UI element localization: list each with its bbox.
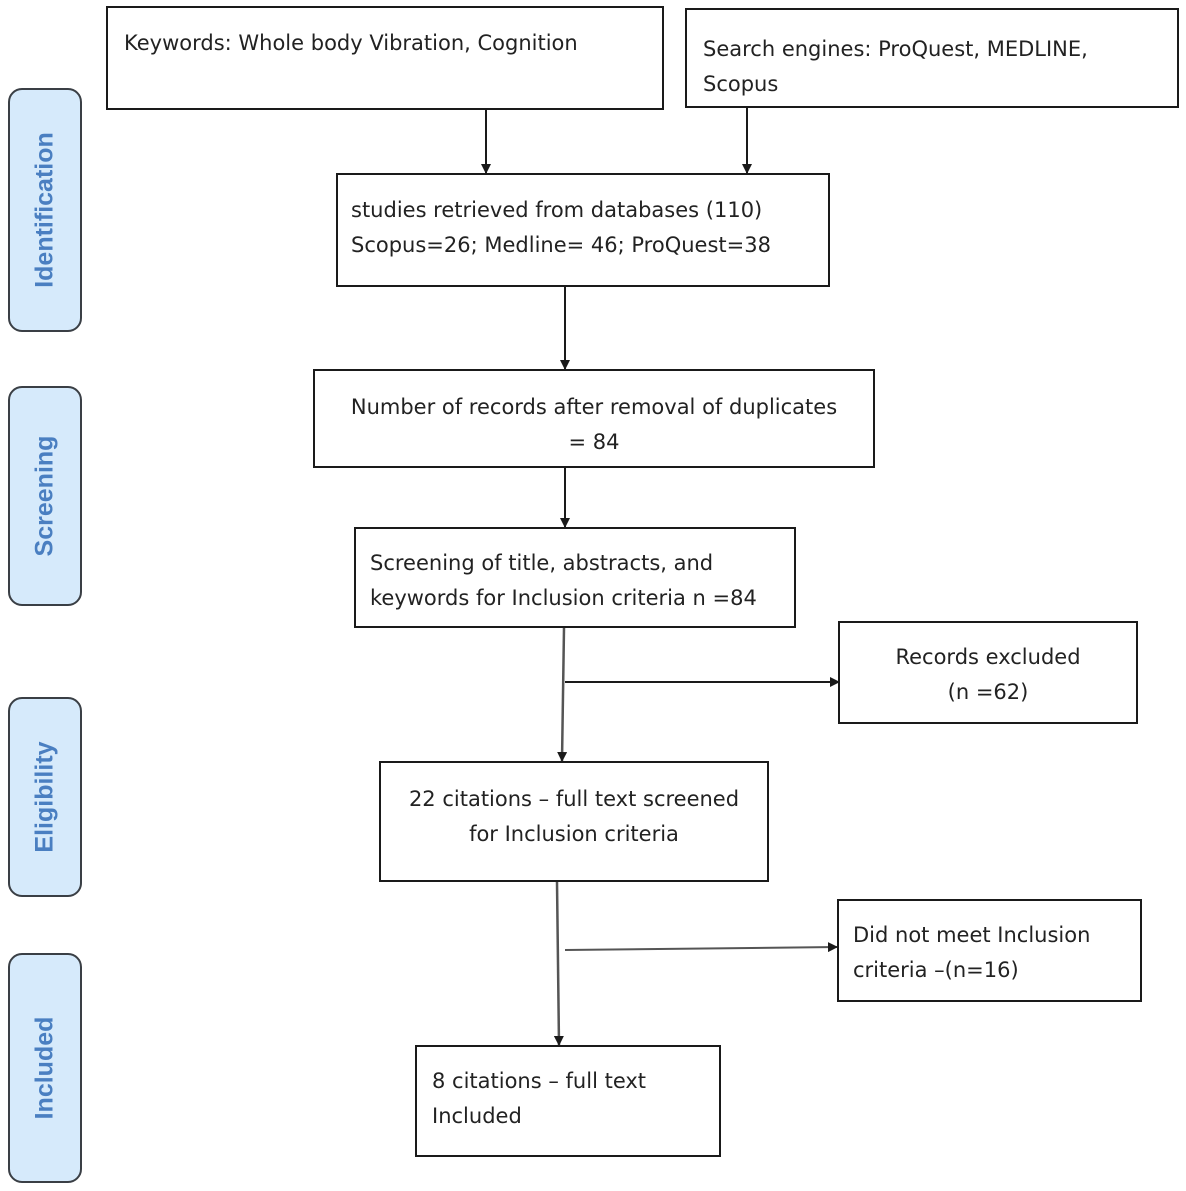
duplicates-box: Number of records after removal of dupli… (313, 369, 875, 468)
records-excluded-line1: Records excluded (895, 645, 1081, 669)
not-meet-line2: criteria –(n=16) (853, 958, 1019, 982)
search-engines-line2: Scopus (703, 72, 779, 96)
stage-included: Included (8, 953, 82, 1183)
retrieved-box: studies retrieved from databases (110) S… (336, 173, 830, 287)
stage-identification: Identification (8, 88, 82, 332)
stage-eligibility-label: Eligibility (30, 741, 59, 853)
screening-line2: keywords for Inclusion criteria n =84 (370, 586, 757, 610)
retrieved-line2: Scopus=26; Medline= 46; ProQuest=38 (351, 233, 771, 257)
included-line1: 8 citations – full text (432, 1069, 647, 1093)
search-engines-line1: Search engines: ProQuest, MEDLINE, (703, 37, 1088, 61)
fulltext-line2: for Inclusion criteria (469, 822, 679, 846)
stage-included-label: Included (30, 1016, 59, 1120)
screening-box: Screening of title, abstracts, and keywo… (354, 527, 796, 628)
keywords-box: Keywords: Whole body Vibration, Cognitio… (106, 6, 664, 110)
duplicates-line2: = 84 (568, 430, 620, 454)
records-excluded-box: Records excluded (n =62) (838, 621, 1138, 724)
included-box: 8 citations – full text Included (415, 1045, 721, 1157)
not-meet-line1: Did not meet Inclusion (853, 923, 1091, 947)
included-line2: Included (432, 1104, 522, 1128)
keywords-text: Keywords: Whole body Vibration, Cognitio… (124, 31, 578, 55)
duplicates-line1: Number of records after removal of dupli… (350, 395, 838, 419)
stage-screening-label: Screening (30, 435, 59, 557)
arrow-screening-to-fulltext (557, 627, 568, 762)
fulltext-line1: 22 citations – full text screened (408, 787, 740, 811)
stage-identification-label: Identification (30, 132, 59, 288)
stage-eligibility: Eligibility (8, 697, 82, 897)
retrieved-line1: studies retrieved from databases (110) (351, 198, 763, 222)
search-engines-box: Search engines: ProQuest, MEDLINE, Scopu… (685, 8, 1179, 108)
stage-screening: Screening (8, 386, 82, 606)
not-meet-criteria-box: Did not meet Inclusion criteria –(n=16) (837, 899, 1142, 1002)
arrow-to-not-meet-criteria (564, 942, 838, 953)
fulltext-screened-box: 22 citations – full text screened for In… (379, 761, 769, 882)
records-excluded-line2: (n =62) (947, 680, 1029, 704)
arrow-fulltext-to-included (553, 881, 564, 1046)
screening-line1: Screening of title, abstracts, and (370, 551, 714, 575)
